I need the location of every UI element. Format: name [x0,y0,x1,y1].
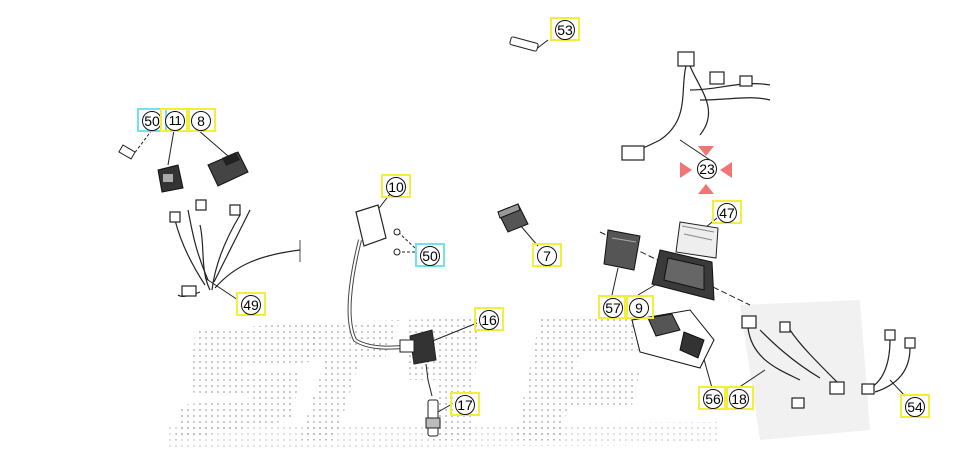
callout-57[interactable]: 57 [598,295,628,319]
part-17-spark-plug [425,399,441,437]
callout-7[interactable]: 7 [532,243,562,267]
callout-56[interactable]: 56 [698,386,728,410]
part-7-block [497,203,529,233]
selection-marker [680,146,732,194]
callout-23[interactable]: 23 [692,156,722,180]
part-56-tray [631,309,715,369]
callout-53[interactable]: 53 [550,17,580,41]
callout-49[interactable]: 49 [236,292,266,316]
callout-47[interactable]: 47 [712,200,742,224]
part-8-switch [207,151,249,187]
callout-17[interactable]: 17 [450,392,480,416]
callout-18[interactable]: 18 [724,386,754,410]
part-9-unit [651,249,715,301]
part-53-pin [509,36,539,52]
watermark [165,316,720,448]
part-18-harness [741,315,845,409]
part-16-plug-cap [399,329,437,397]
part-11-bracket [157,164,184,193]
part-49-harness [169,199,301,298]
callout-50-center[interactable]: 50 [415,243,445,267]
part-54-harness [861,329,916,395]
callout-11[interactable]: 11 [160,108,190,132]
harness-shadow [740,300,870,440]
callout-54[interactable]: 54 [900,394,930,418]
part-50-screw-left [118,144,136,160]
part-23-harness [621,51,771,161]
part-47-cover [675,221,719,259]
callout-9[interactable]: 9 [624,295,654,319]
part-57-rubber [603,229,641,271]
callout-16[interactable]: 16 [474,307,504,331]
callout-8[interactable]: 8 [186,108,216,132]
part-10-coil [347,204,413,350]
callout-10[interactable]: 10 [381,174,411,198]
